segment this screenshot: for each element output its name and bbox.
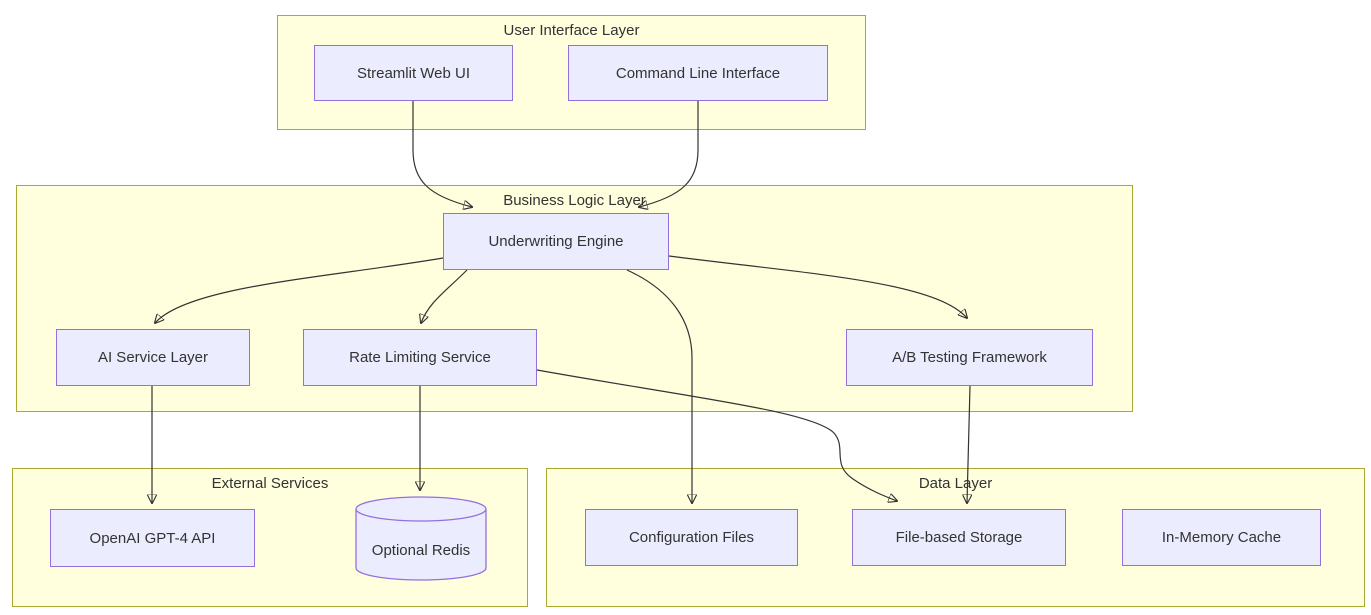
node-label-streamlit-web-ui: Streamlit Web UI	[356, 64, 471, 82]
node-in-memory-cache: In-Memory Cache	[1122, 509, 1321, 566]
node-streamlit-web-ui: Streamlit Web UI	[314, 45, 513, 101]
database-cylinder-icon	[355, 496, 487, 581]
node-label-ai-service-layer: AI Service Layer	[97, 349, 209, 366]
group-label-user-interface-layer: User Interface Layer	[503, 22, 640, 39]
node-optional-redis: Optional Redis	[355, 496, 487, 582]
node-label-openai-gpt4-api: OpenAI GPT-4 API	[89, 529, 216, 547]
node-command-line-interface: Command Line Interface	[568, 45, 828, 101]
node-rate-limiting-service: Rate Limiting Service	[303, 329, 537, 386]
node-configuration-files: Configuration Files	[585, 509, 798, 566]
node-label-configuration-files: Configuration Files	[628, 529, 755, 546]
node-file-based-storage: File-based Storage	[852, 509, 1066, 566]
node-label-ab-testing-framework: A/B Testing Framework	[892, 349, 1047, 366]
node-label-in-memory-cache: In-Memory Cache	[1161, 529, 1282, 546]
node-label-rate-limiting-service: Rate Limiting Service	[349, 349, 491, 366]
group-label-business-logic-layer: Business Logic Layer	[503, 192, 646, 209]
node-openai-gpt4-api: OpenAI GPT-4 API	[50, 509, 255, 567]
node-label-optional-redis: Optional Redis	[371, 542, 471, 559]
node-label-command-line-interface: Command Line Interface	[615, 64, 781, 82]
node-label-underwriting-engine: Underwriting Engine	[488, 233, 624, 250]
node-ai-service-layer: AI Service Layer	[56, 329, 250, 386]
node-underwriting-engine: Underwriting Engine	[443, 213, 669, 270]
node-ab-testing-framework: A/B Testing Framework	[846, 329, 1093, 386]
node-label-file-based-storage: File-based Storage	[895, 529, 1023, 546]
group-label-external-services: External Services	[211, 475, 329, 492]
group-label-data-layer: Data Layer	[918, 475, 993, 492]
